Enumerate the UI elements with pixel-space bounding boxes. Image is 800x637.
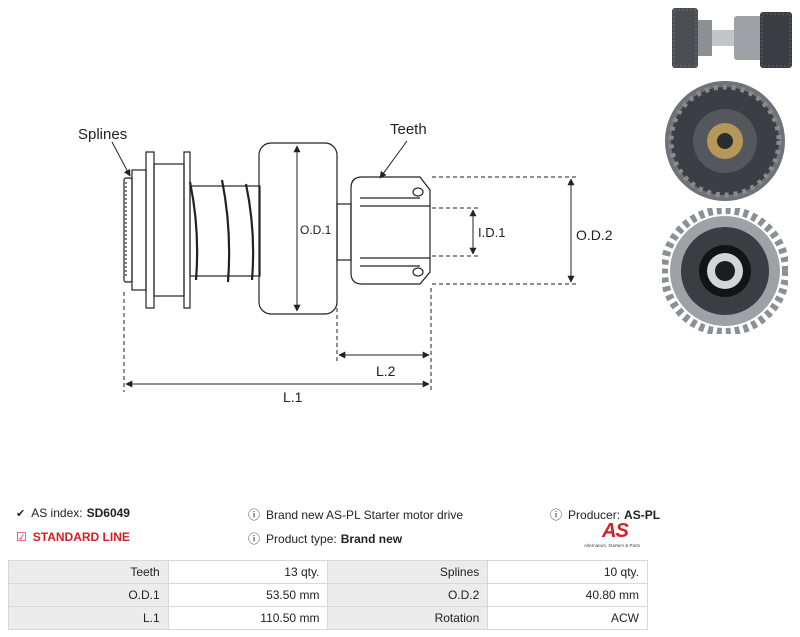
spec-value: 40.80 mm [487, 583, 648, 607]
standard-line: ☑ STANDARD LINE [16, 530, 130, 544]
as-pl-logo: AS Alternators, Starters & Parts [584, 520, 650, 554]
info-icon: ⓘ [550, 508, 563, 522]
info-icon: ⓘ [248, 532, 261, 546]
product-photo-end-pinion [662, 208, 788, 334]
spec-label: Teeth [8, 560, 169, 584]
label-teeth: Teeth [390, 121, 427, 138]
product-type-value: Brand new [340, 531, 403, 546]
table-row: O.D.1 53.50 mm O.D.2 40.80 mm [8, 583, 648, 607]
description-text: Brand new AS-PL Starter motor drive [266, 507, 463, 522]
spline-end [123, 177, 133, 283]
end-flange [131, 169, 147, 291]
spec-label: Rotation [327, 606, 489, 630]
label-od1: O.D.1 [300, 223, 332, 237]
standard-line-label: STANDARD LINE [32, 530, 130, 544]
label-id1: I.D.1 [478, 225, 505, 240]
product-photo-side [672, 8, 792, 68]
spec-label: L.1 [8, 606, 169, 630]
product-photo-end-splines [665, 81, 785, 201]
technical-drawing: Splines Teeth O.D.1 I.D.1 O.D.2 L.2 L.1 [78, 121, 613, 405]
spring-coils [188, 179, 255, 283]
logo-tagline: Alternators, Starters & Parts [584, 543, 641, 548]
label-splines: Splines [78, 126, 127, 143]
producer: ⓘ Producer: AS-PL [550, 506, 660, 523]
checkbox-checked-icon: ☑ [16, 530, 27, 544]
as-index-value: SD6049 [86, 506, 130, 520]
logo-mark: AS [602, 520, 629, 542]
spring-body [189, 185, 261, 277]
as-index-label: AS index: [31, 506, 83, 520]
spec-value: 10 qty. [487, 560, 648, 584]
spec-table: Teeth 13 qty. Splines 10 qty. O.D.1 53.5… [8, 560, 648, 630]
spec-value: ACW [487, 606, 648, 630]
as-index: ✔ AS index: SD6049 [16, 506, 130, 520]
spec-label: O.D.1 [8, 583, 169, 607]
label-l2: L.2 [376, 363, 396, 379]
spec-value: 53.50 mm [167, 583, 329, 607]
info-icon: ⓘ [248, 508, 261, 522]
description: ⓘ Brand new AS-PL Starter motor drive [248, 506, 463, 523]
label-l1: L.1 [283, 389, 303, 405]
product-type-label: Product type: [266, 531, 337, 546]
spec-value: 13 qty. [167, 560, 329, 584]
product-type: ⓘ Product type: Brand new [248, 530, 402, 547]
check-icon: ✔ [16, 507, 26, 520]
table-row: L.1 110.50 mm Rotation ACW [8, 606, 648, 630]
label-od2: O.D.2 [576, 227, 613, 243]
spec-value: 110.50 mm [167, 606, 329, 630]
spec-label: O.D.2 [327, 583, 489, 607]
table-row: Teeth 13 qty. Splines 10 qty. [8, 560, 648, 584]
producer-label: Producer: [568, 507, 621, 522]
spec-label: Splines [327, 560, 489, 584]
pinion-gear [350, 176, 431, 285]
producer-value: AS-PL [624, 507, 661, 522]
